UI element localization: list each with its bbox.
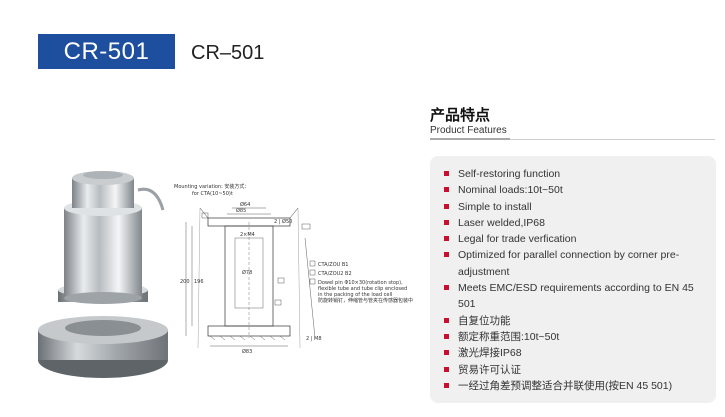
legend-3: Dowel pin Φ10×30(rotation stop), (318, 280, 403, 286)
feature-item: Optimized for parallel connection by cor… (444, 247, 704, 280)
feature-item: 一经过角差预调整适合并联使用(按EN 45 501) (444, 378, 704, 394)
features-list: Self-restoring function Nominal loads:10… (430, 156, 716, 394)
features-divider (430, 139, 715, 140)
feature-item: Legal for trade verfication (444, 231, 704, 247)
dim-d2: Ø64 (240, 201, 250, 208)
dim-right: 2 | M8 (306, 336, 322, 342)
dim-h2: 196 (194, 279, 204, 285)
dim-h1: 200 (180, 279, 190, 285)
features-divider-accent (430, 138, 510, 140)
mounting-label: Mounting variation: 安装方式： (174, 183, 249, 190)
model-badge: CR-501 (38, 34, 175, 69)
model-title: CR–501 (191, 42, 265, 64)
legend-1: CTA/ZOU B1 (318, 262, 348, 268)
feature-item: Laser welded,IP68 (444, 215, 704, 231)
mounting-sub: for CTA(10~50)t (192, 191, 233, 197)
legend-4: flexible tube and tube clip enclosed (318, 286, 407, 292)
feature-item: 额定称重范围:10t~50t (444, 329, 704, 345)
feature-item: 激光焊接IP68 (444, 345, 704, 361)
feature-item: 贸易许可认证 (444, 362, 704, 378)
model-badge-label: CR-501 (63, 37, 150, 65)
dim-d3: Ø78 (242, 269, 252, 276)
dim-bottom: Ø83 (242, 348, 252, 355)
feature-item: Simple to install (444, 199, 704, 215)
product-photo (38, 171, 168, 378)
feature-item: Self-restoring function (444, 166, 704, 182)
dim-mid: 2×M4 (240, 232, 255, 238)
legend-6: 防旋转销钉，伸缩管与管夹在传感器包装中 (318, 297, 413, 304)
technical-drawing: Mounting variation: 安装方式： for CTA(10~50)… (174, 183, 413, 355)
dim-d1: Ø85 (236, 207, 246, 214)
feature-item: Nominal loads:10t~50t (444, 182, 704, 198)
legend-2: CTA/ZOU2 B2 (318, 271, 352, 277)
features-title: 产品特点 (430, 107, 491, 124)
features-panel: Self-restoring function Nominal loads:10… (430, 156, 716, 403)
legend-5: in the packing of the load cell (318, 292, 392, 298)
feature-item: Meets EMC/ESD requirements according to … (444, 280, 704, 313)
features-subtitle: Product Features (430, 125, 507, 136)
feature-item: 自复位功能 (444, 313, 704, 329)
dim-top: 2 | Ø50 (274, 218, 292, 225)
